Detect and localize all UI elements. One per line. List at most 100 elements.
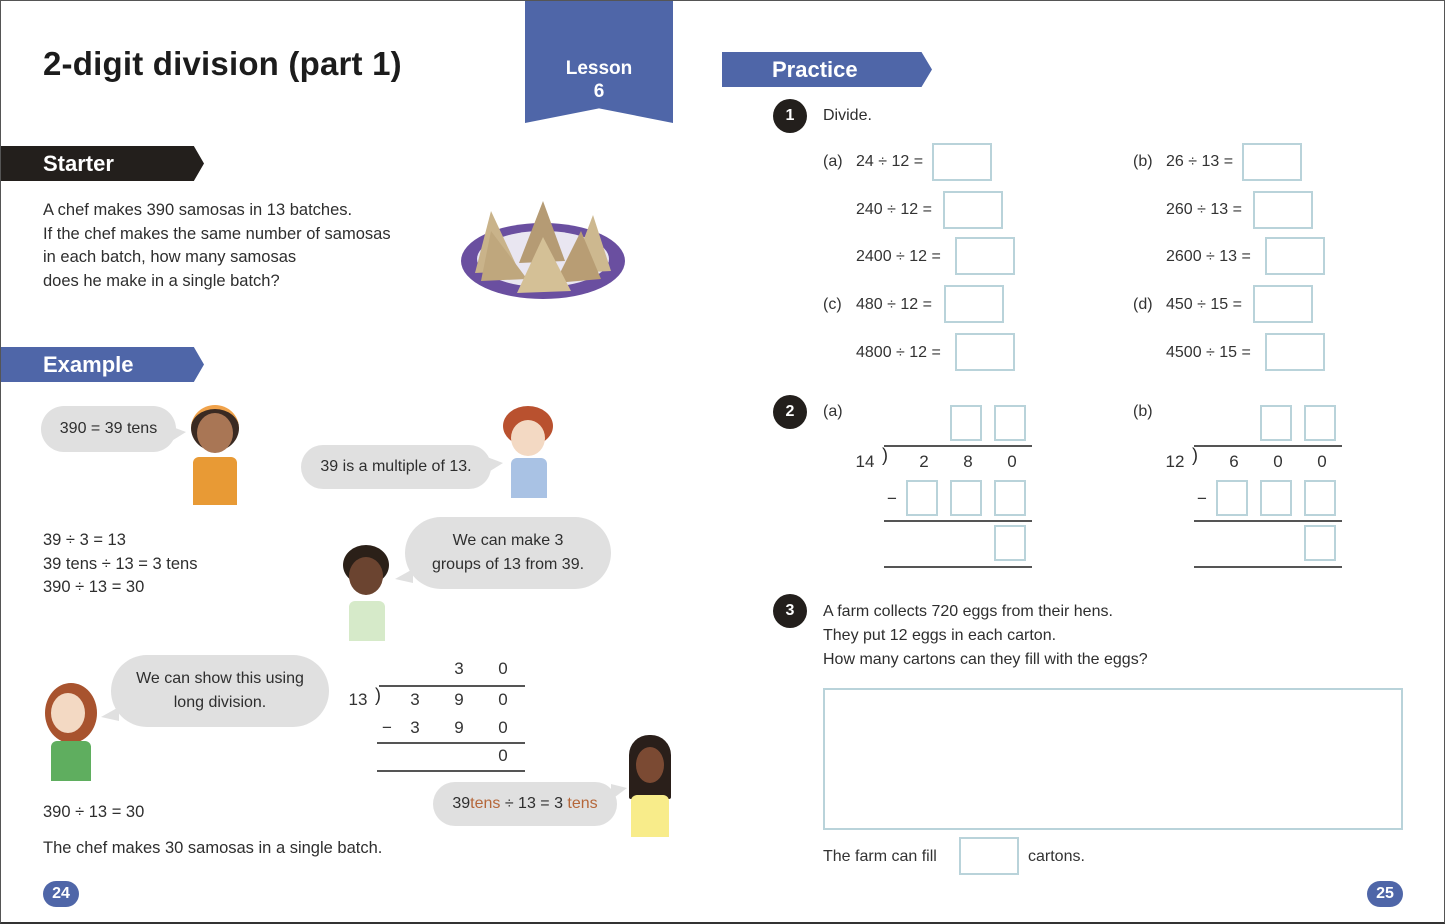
remainder: 0	[498, 746, 508, 765]
question-number-badge: 1	[773, 99, 807, 133]
answer-suffix: cartons.	[1028, 848, 1085, 865]
division-bracket-icon: )	[375, 685, 381, 705]
q3-line: How many cartons can they fill with the …	[823, 651, 1148, 668]
starter-heading: Starter	[1, 146, 204, 181]
subtract-box[interactable]	[1216, 480, 1248, 516]
working-area[interactable]	[823, 688, 1403, 830]
dividend-digit: 0	[1317, 452, 1327, 471]
remainder-box[interactable]	[1304, 525, 1336, 561]
dividend-digit: 0	[1007, 452, 1017, 471]
quotient-box[interactable]	[950, 405, 982, 441]
page-number: 24	[43, 881, 79, 907]
division-bracket-icon: )	[882, 445, 888, 465]
answer-box[interactable]	[932, 143, 992, 181]
quotient-box[interactable]	[1260, 405, 1292, 441]
answer-box[interactable]	[1242, 143, 1302, 181]
cartons-answer-box[interactable]	[959, 837, 1019, 875]
q3-line: A farm collects 720 eggs from their hens…	[823, 603, 1113, 620]
page-title: 2-digit division (part 1)	[43, 45, 402, 82]
example-result: 390 ÷ 13 = 30	[43, 803, 145, 821]
starter-line: does he make in a single batch?	[43, 271, 280, 290]
calc-line: 39 tens ÷ 13 = 3 tens	[43, 554, 198, 573]
example-conclusion: The chef makes 30 samosas in a single ba…	[43, 839, 383, 857]
speech-bubble: We can show this using long division.	[101, 655, 329, 727]
left-page: 2-digit division (part 1) Lesson 6 Start…	[0, 0, 722, 924]
subtraction-line	[884, 520, 1032, 522]
division-bar	[884, 445, 1032, 447]
question-number-badge: 2	[773, 395, 807, 429]
equation: 2600 ÷ 13 =	[1166, 248, 1251, 265]
lesson-tab: Lesson 6	[525, 1, 673, 123]
equation: 450 ÷ 15 =	[1166, 296, 1242, 313]
starter-text: A chef makes 390 samosas in 13 batches. …	[43, 199, 391, 293]
subtraction-line	[1194, 520, 1342, 522]
speech-bubble: 39 is a multiple of 13.	[301, 445, 503, 489]
divisor: 14	[855, 452, 875, 471]
division-bar	[1194, 445, 1342, 447]
division-bar	[379, 685, 525, 687]
bubble-text: ÷ 13 = 3	[500, 795, 568, 812]
answer-box[interactable]	[1265, 333, 1325, 371]
subtract-box[interactable]	[906, 480, 938, 516]
part-label: (a)	[823, 153, 843, 170]
calculation-steps: 39 ÷ 3 = 13 39 tens ÷ 13 = 3 tens 390 ÷ …	[43, 529, 197, 600]
practice-heading: Practice	[722, 52, 932, 87]
bubble-text: 39	[452, 795, 471, 812]
starter-line: A chef makes 390 samosas in 13 batches.	[43, 201, 353, 219]
answer-box[interactable]	[1253, 191, 1313, 229]
answer-prefix: The farm can fill	[823, 848, 937, 865]
right-page: Practice 1 Divide. (a) 24 ÷ 12 = 240 ÷ 1…	[722, 0, 1445, 924]
equation: 4500 ÷ 15 =	[1166, 344, 1251, 361]
subtract-digit: 3	[410, 718, 420, 737]
subtract-box[interactable]	[1260, 480, 1292, 516]
lesson-label: Lesson	[565, 58, 633, 79]
minus-sign: −	[1197, 489, 1207, 508]
lesson-number: 6	[593, 81, 605, 102]
q3-question: A farm collects 720 eggs from their hens…	[823, 600, 1148, 672]
divisor: 13	[348, 690, 368, 709]
quotient-digit: 3	[454, 659, 464, 678]
equation: 260 ÷ 13 =	[1166, 201, 1242, 218]
bubble-highlight: tens	[470, 795, 501, 812]
subtract-box[interactable]	[1304, 480, 1336, 516]
starter-line: in each batch, how many samosas	[43, 248, 297, 266]
result-line	[884, 566, 1032, 568]
answer-box[interactable]	[944, 285, 1004, 323]
equation: 480 ÷ 12 =	[856, 296, 932, 313]
subtract-box[interactable]	[950, 480, 982, 516]
long-division-exercise-a: 14 ) 2 8 0 −	[852, 401, 1042, 571]
minus-sign: −	[382, 718, 392, 737]
calc-line: 39 ÷ 3 = 13	[43, 531, 126, 549]
quotient-box[interactable]	[1304, 405, 1336, 441]
minus-sign: −	[887, 489, 897, 508]
answer-box[interactable]	[943, 191, 1003, 229]
remainder-box[interactable]	[994, 525, 1026, 561]
subtraction-line	[377, 742, 525, 744]
quotient-digit: 0	[498, 659, 508, 678]
dividend-digit: 3	[410, 690, 420, 709]
bubble-highlight: tens	[567, 795, 598, 812]
dividend-digit: 0	[498, 690, 508, 709]
page-number: 25	[1367, 881, 1403, 907]
answer-box[interactable]	[955, 333, 1015, 371]
dividend-digit: 6	[1229, 452, 1239, 471]
quotient-box[interactable]	[994, 405, 1026, 441]
samosas-plate-icon	[461, 201, 625, 299]
dividend-digit: 9	[454, 690, 464, 709]
q1-instruction: Divide.	[823, 107, 872, 124]
equation: 4800 ÷ 12 =	[856, 344, 941, 361]
answer-box[interactable]	[1253, 285, 1313, 323]
subtract-digit: 0	[498, 718, 508, 737]
answer-box[interactable]	[955, 237, 1015, 275]
answer-box[interactable]	[1265, 237, 1325, 275]
q3-line: They put 12 eggs in each carton.	[823, 627, 1057, 644]
long-division-example: 3 0 13 ) 3 9 0 − 3 9 0 0	[341, 657, 541, 777]
dividend-digit: 8	[963, 452, 973, 471]
subtract-box[interactable]	[994, 480, 1026, 516]
dividend-digit: 0	[1273, 452, 1283, 471]
result-line	[377, 770, 525, 772]
division-bracket-icon: )	[1192, 445, 1198, 465]
part-label: (d)	[1133, 296, 1153, 313]
example-heading: Example	[1, 347, 204, 382]
subtract-digit: 9	[454, 718, 464, 737]
